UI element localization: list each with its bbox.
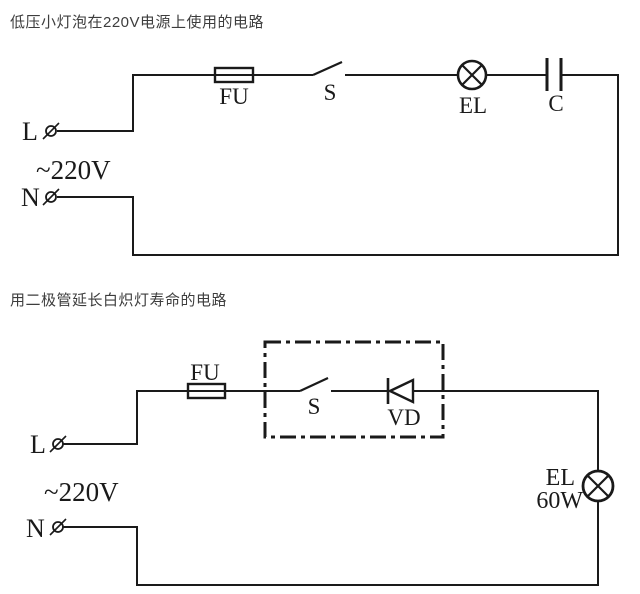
circuit1-title: 低压小灯泡在220V电源上使用的电路: [10, 14, 265, 31]
lamp-cross-icon: [586, 474, 610, 498]
fuse-symbol: FU: [213, 66, 255, 109]
lamp-circle-icon: [456, 59, 488, 91]
dashed-enclosure: [263, 340, 445, 439]
circuit1-schematic: L N ~220V FU S: [21, 58, 619, 256]
lamp-circle-icon: [581, 469, 615, 503]
terminal-circle-icon: [45, 125, 57, 137]
lamp-label: EL: [459, 93, 487, 118]
fuse-body-icon: [213, 66, 255, 84]
lamp-symbol: EL 60W: [536, 465, 615, 514]
wire: [57, 74, 619, 256]
switch-blade-icon: [312, 60, 343, 77]
lamp-label: EL: [546, 465, 575, 491]
diode-label: VD: [387, 405, 420, 430]
circuit2-schematic: L N ~220V FU S: [26, 340, 615, 586]
wire: [63, 390, 599, 586]
terminal-live: L: [30, 430, 67, 459]
switch-label: S: [324, 80, 337, 105]
voltage-label: ~220V: [36, 155, 111, 185]
fuse-label: FU: [190, 360, 220, 385]
switch-label: S: [308, 394, 321, 419]
lamp-symbol: EL: [456, 59, 488, 118]
terminal-circle-icon: [52, 438, 64, 450]
terminal-circle-icon: [52, 521, 64, 533]
lamp-cross-icon: [461, 64, 483, 86]
terminal-slash-icon: [49, 518, 67, 536]
fuse-body-icon: [186, 382, 227, 400]
circuit2-title: 用二极管延长白炽灯寿命的电路: [10, 292, 228, 309]
live-terminal-label: L: [30, 430, 46, 459]
terminal-neutral: N: [26, 514, 67, 543]
switch-blade-icon: [299, 377, 329, 392]
terminal-slash-icon: [42, 122, 60, 140]
neutral-terminal-label: N: [21, 183, 40, 212]
lamp-power-label: 60W: [536, 488, 583, 514]
neutral-terminal-label: N: [26, 514, 45, 543]
fuse-label: FU: [219, 84, 249, 109]
diode-symbol: VD: [386, 378, 421, 430]
diode-triangle-icon: [387, 378, 415, 404]
voltage-label: ~220V: [44, 477, 119, 507]
switch-symbol: S: [299, 377, 329, 419]
switch-symbol: S: [312, 60, 343, 105]
fuse-symbol: FU: [186, 360, 227, 400]
terminal-circle-icon: [45, 191, 57, 203]
terminal-neutral: N: [21, 183, 60, 212]
live-terminal-label: L: [22, 117, 38, 146]
capacitor-label: C: [548, 91, 563, 116]
terminal-slash-icon: [49, 435, 67, 453]
terminal-slash-icon: [42, 188, 60, 206]
capacitor-symbol: C: [545, 58, 564, 116]
terminal-live: L: [22, 117, 60, 146]
